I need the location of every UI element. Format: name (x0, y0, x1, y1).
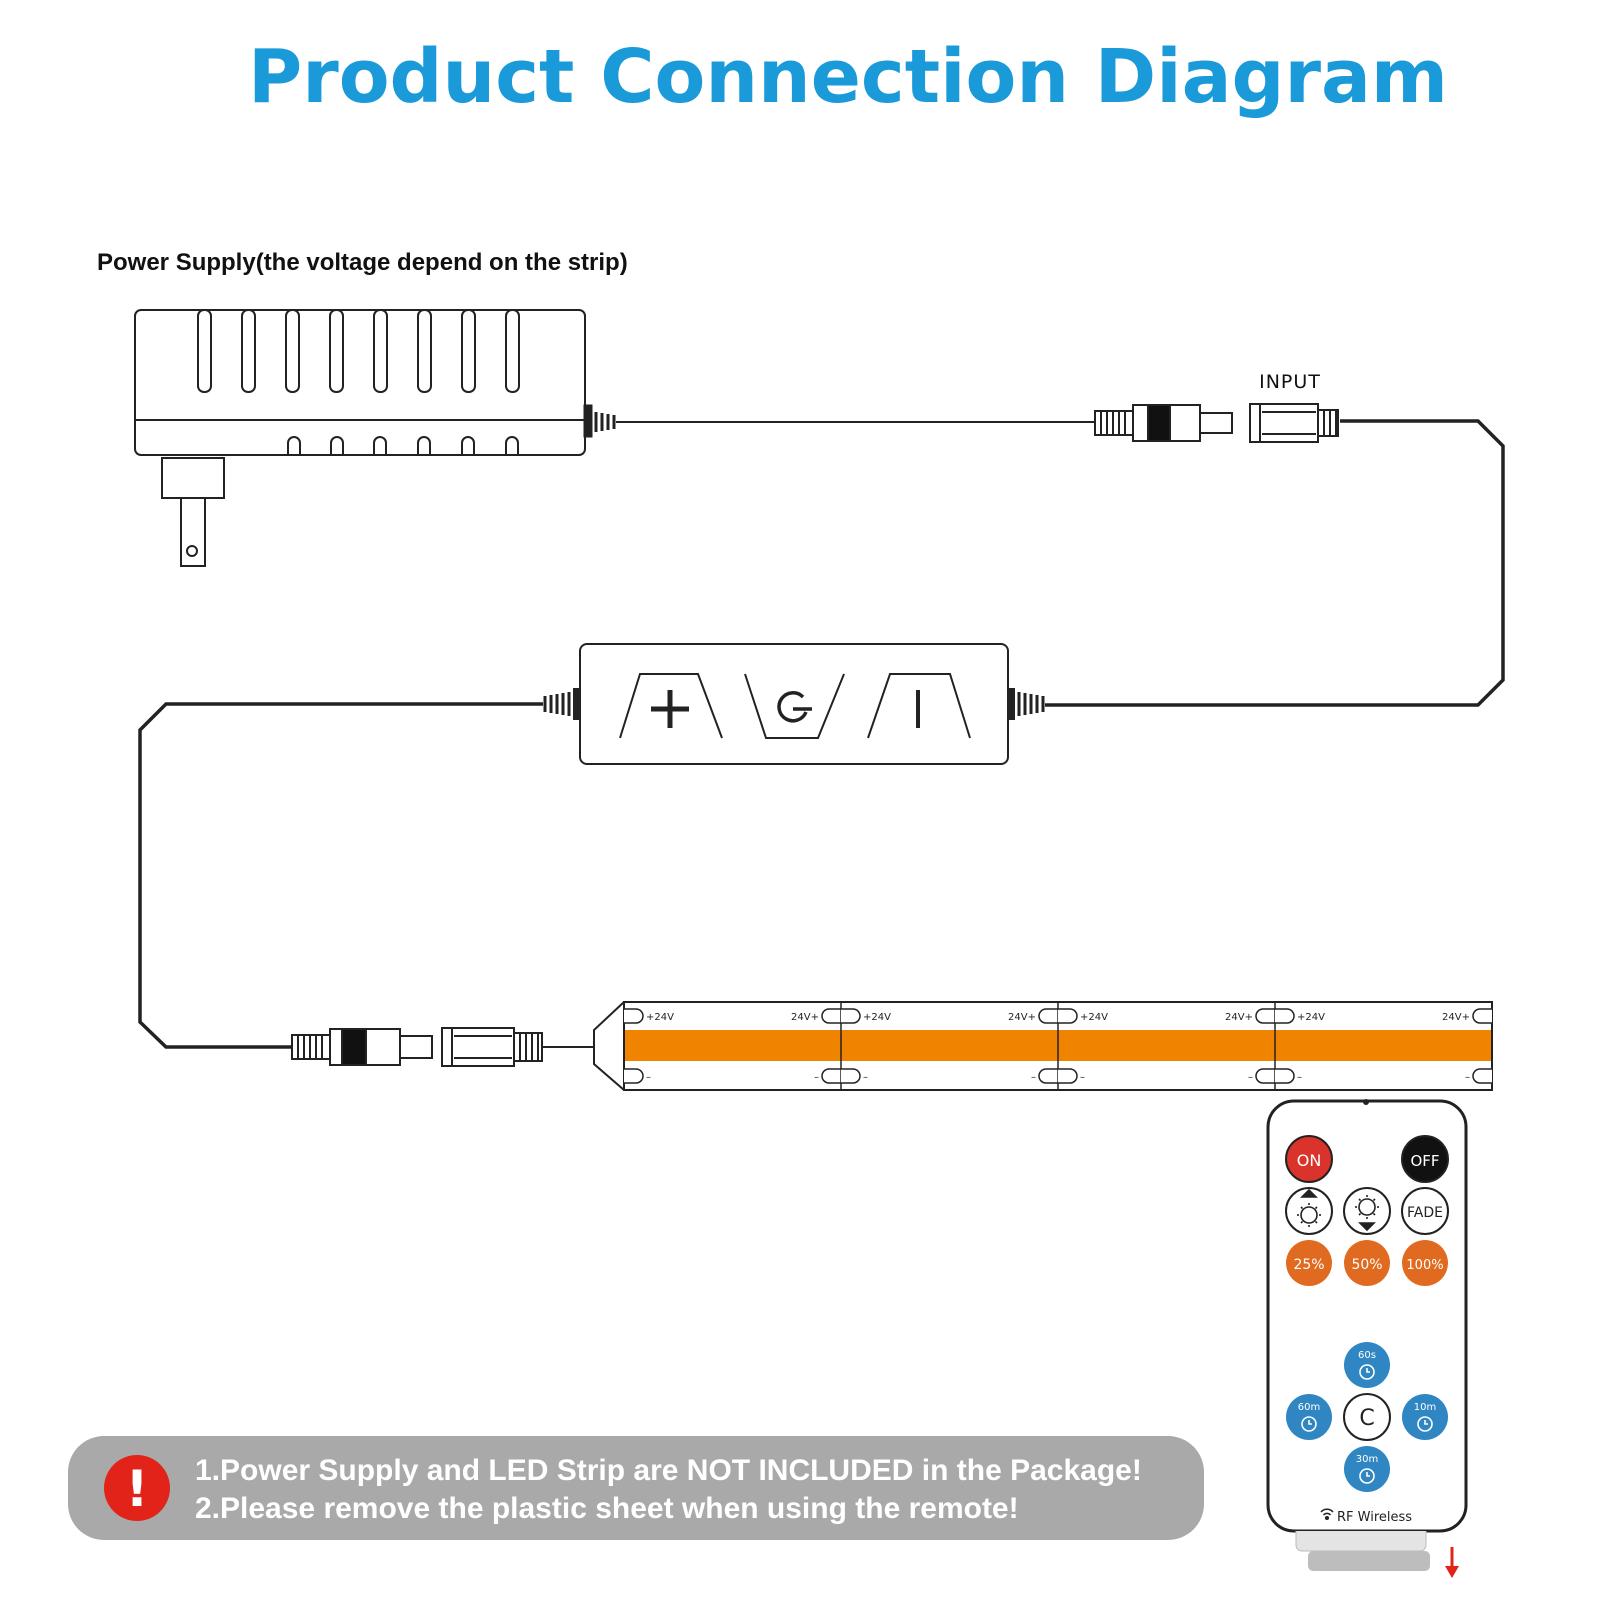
remote-on-button[interactable]: ON (1285, 1135, 1333, 1183)
remote-on-label: ON (1297, 1151, 1322, 1170)
remote-timer-30m-button[interactable]: 30m (1344, 1446, 1390, 1492)
remote-fade-button[interactable]: FADE (1401, 1187, 1449, 1235)
strip-polarity-label: 24V+ (1225, 1012, 1253, 1023)
brightness-up-icon (1297, 1188, 1321, 1227)
solder-pad (841, 1068, 861, 1084)
cable-controller-to-strip (138, 702, 543, 1049)
solder-pad (821, 1068, 841, 1084)
solder-pad (1038, 1068, 1058, 1084)
strip-polarity-label: +24V (1080, 1012, 1108, 1023)
solder-pad (1058, 1068, 1078, 1084)
controller-bar-button[interactable] (867, 673, 971, 739)
solder-pad (821, 1008, 841, 1024)
remote-timer-60s-button[interactable]: 60s (1344, 1342, 1390, 1388)
wall-plug (161, 457, 225, 567)
alarm-clock-icon (1359, 1468, 1375, 1484)
power-supply-adapter (134, 309, 616, 567)
solder-pad (1472, 1008, 1492, 1024)
controller-plus-button[interactable] (619, 673, 723, 739)
timer-60s-label: 60s (1358, 1350, 1376, 1361)
led-strip: +24V 24V+ – – +24V 24V+ – – +24V 24V+ – – +24V 24V+ – – (593, 1001, 1493, 1091)
remote-100-label: 100% (1406, 1258, 1443, 1273)
solder-pad (624, 1068, 644, 1084)
alarm-clock-icon (1301, 1416, 1317, 1432)
power-supply-label: Power Supply(the voltage depend on the s… (97, 249, 628, 276)
solder-pad (1255, 1068, 1275, 1084)
strip-polarity-label: +24V (646, 1012, 674, 1023)
cable-input-to-controller (1045, 419, 1505, 707)
solder-pad (841, 1008, 861, 1024)
controller-power-button[interactable] (744, 673, 845, 739)
notice-line-2: 2.Please remove the plastic sheet when u… (195, 1492, 1019, 1525)
alarm-clock-icon (1359, 1364, 1375, 1380)
remote-footer-label: RF Wireless (1337, 1510, 1412, 1525)
remote-100-button[interactable]: 100% (1402, 1240, 1448, 1286)
alarm-clock-icon (1417, 1416, 1433, 1432)
remote-off-label: OFF (1410, 1152, 1439, 1170)
remote-timer-10m-button[interactable]: 10m (1402, 1394, 1448, 1440)
strip-polarity-label: – (863, 1072, 868, 1083)
solder-pad (1275, 1008, 1295, 1024)
remote-25-button[interactable]: 25% (1286, 1240, 1332, 1286)
dc-female-jack-top (1249, 403, 1339, 443)
wifi-icon (1320, 1508, 1334, 1521)
strain-relief (583, 404, 616, 438)
strip-polarity-label: 24V+ (1008, 1012, 1036, 1023)
vent-slots (197, 309, 520, 393)
notice-line-1: 1.Power Supply and LED Strip are NOT INC… (195, 1454, 1142, 1487)
page-title: Product Connection Diagram (248, 34, 1448, 120)
inline-controller (543, 643, 1045, 765)
solder-pad (1255, 1008, 1275, 1024)
remote-fade-label: FADE (1407, 1205, 1443, 1221)
strip-polarity-label: +24V (1297, 1012, 1325, 1023)
remote-c-label: C (1359, 1406, 1374, 1431)
strip-polarity-label: – (1465, 1072, 1470, 1083)
pull-down-arrow-icon (1445, 1547, 1459, 1578)
strip-polarity-label: – (814, 1072, 819, 1083)
solder-pad (1472, 1068, 1492, 1084)
strip-polarity-label: 24V+ (791, 1012, 819, 1023)
remote-50-button[interactable]: 50% (1344, 1240, 1390, 1286)
timer-10m-label: 10m (1414, 1402, 1436, 1413)
dc-male-plug-bottom (291, 1028, 433, 1066)
strip-polarity-label: – (646, 1072, 651, 1083)
warning-icon: ! (104, 1455, 170, 1521)
remote-off-button[interactable]: OFF (1401, 1135, 1449, 1183)
remote-timer-60m-button[interactable]: 60m (1286, 1394, 1332, 1440)
warning-icon-glyph: ! (126, 1460, 149, 1518)
timer-60m-label: 60m (1298, 1402, 1320, 1413)
strip-polarity-label: – (1248, 1072, 1253, 1083)
dc-female-jack-bottom (441, 1027, 543, 1067)
solder-pad (1038, 1008, 1058, 1024)
remote-brightness-up-button[interactable] (1285, 1187, 1333, 1235)
power-icon (777, 691, 812, 723)
lower-slots (287, 436, 519, 455)
solder-pad (624, 1008, 644, 1024)
remote-c-button[interactable]: C (1343, 1393, 1391, 1441)
remote-brightness-down-button[interactable] (1343, 1187, 1391, 1235)
rf-remote: ON OFF (1266, 1099, 1468, 1578)
strip-polarity-label: 24V+ (1442, 1012, 1470, 1023)
strip-polarity-label: – (1080, 1072, 1085, 1083)
solder-pad (1058, 1008, 1078, 1024)
timer-30m-label: 30m (1356, 1454, 1378, 1465)
plastic-sheet-tab[interactable] (1295, 1531, 1430, 1571)
strip-polarity-label: +24V (863, 1012, 891, 1023)
input-label: INPUT (1259, 371, 1321, 393)
brightness-down-icon (1355, 1195, 1379, 1232)
strip-polarity-label: – (1297, 1072, 1302, 1083)
strip-polarity-label: – (1031, 1072, 1036, 1083)
plus-icon (651, 690, 689, 728)
remote-50-label: 50% (1351, 1257, 1382, 1273)
notice-banner: ! 1.Power Supply and LED Strip are NOT I… (68, 1436, 1204, 1540)
dc-male-plug-top (1094, 404, 1233, 442)
solder-pad (1275, 1068, 1295, 1084)
remote-25-label: 25% (1293, 1257, 1324, 1273)
